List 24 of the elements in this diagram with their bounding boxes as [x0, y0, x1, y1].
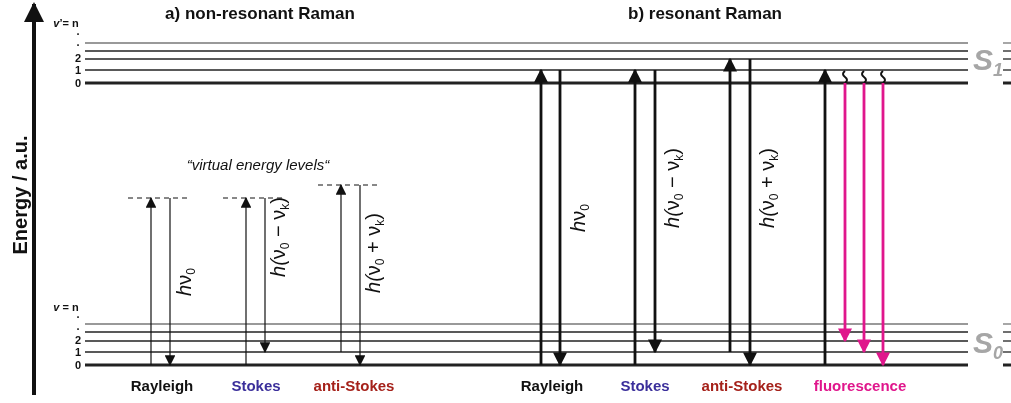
process-label: anti-Stokes [701, 378, 783, 394]
level-number: 2 [74, 53, 82, 65]
level-number: 1 [74, 65, 82, 77]
process-label: Stokes [231, 378, 281, 394]
process-label: Rayleigh [130, 378, 194, 394]
panel-title: b) resonant Raman [628, 5, 782, 23]
level-number: v’= n [53, 18, 79, 30]
process-label: Rayleigh [520, 378, 584, 394]
level-number: . [76, 321, 80, 333]
panel-title: a) non-resonant Raman [165, 5, 355, 23]
axis-label: Energy / a.u. [9, 135, 31, 255]
annotation: “virtual energy levels“ [186, 157, 330, 173]
level-number: 0 [74, 360, 82, 372]
process-label: fluorescence [813, 378, 907, 394]
level-number: 0 [74, 78, 82, 90]
level-number: v = n [53, 302, 79, 314]
level-number: . [76, 26, 80, 38]
level-number: 1 [74, 347, 82, 359]
state-label: S$_{0}$ [973, 327, 1003, 363]
level-number: . [76, 37, 80, 49]
process-label: anti-Stokes [313, 378, 395, 394]
state-label: S$_{1}$ [973, 44, 1003, 80]
level-number: 2 [74, 335, 82, 347]
process-label: Stokes [620, 378, 670, 394]
